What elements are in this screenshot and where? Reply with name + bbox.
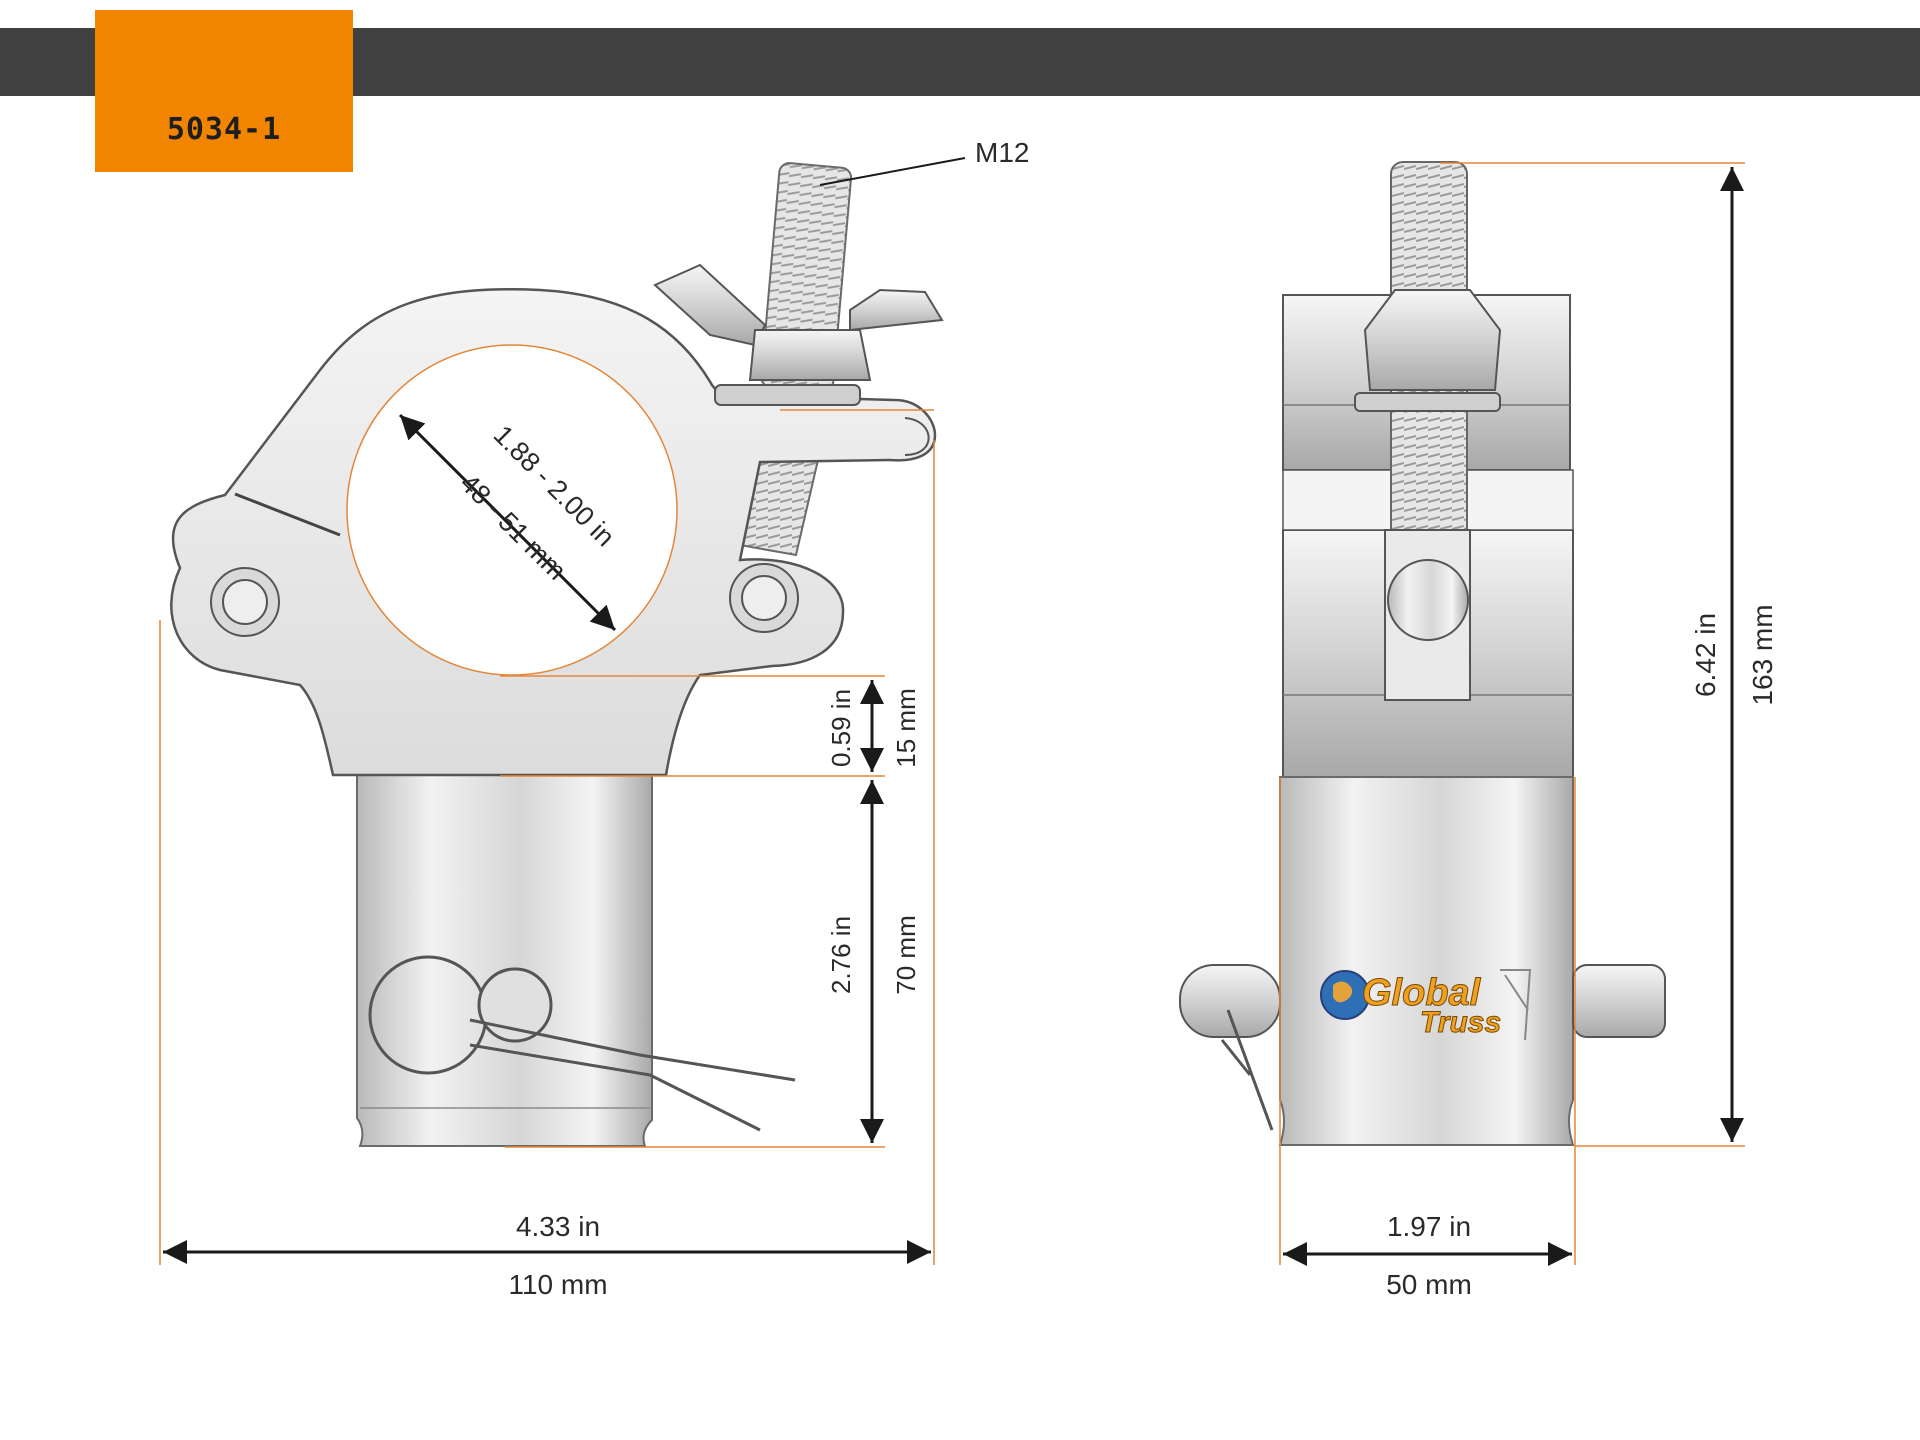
dim-height-in: 6.42 in	[1690, 613, 1721, 697]
logo-line2: Truss	[1420, 1006, 1501, 1039]
thread-callout-leader	[819, 157, 966, 186]
side-spigot-tube	[1278, 776, 1575, 1146]
side-pin-left	[1179, 964, 1281, 1038]
dim-depth-in: 1.97 in	[1387, 1211, 1471, 1242]
logo-line1: Global	[1362, 972, 1482, 1014]
global-truss-logo: Global Truss	[1320, 969, 1532, 1041]
dim-width-in: 4.33 in	[516, 1211, 600, 1242]
clamp-front-view	[170, 162, 944, 1147]
thread-callout: M12	[975, 137, 1029, 168]
dim-spigot-mm: 70 mm	[891, 915, 921, 994]
dim-flange-in: 0.59 in	[826, 689, 856, 767]
extension-lines	[159, 162, 1745, 1265]
side-pin-right	[1572, 964, 1666, 1038]
dim-flange-mm: 15 mm	[891, 688, 921, 767]
wing-nut	[653, 263, 944, 406]
product-code-tab	[95, 10, 353, 172]
side-wing-nut	[1363, 289, 1502, 391]
dim-depth-mm: 50 mm	[1386, 1269, 1472, 1300]
dim-width-mm: 110 mm	[508, 1269, 607, 1300]
dim-bore-arrow	[398, 413, 617, 632]
dim-height-mm: 163 mm	[1747, 604, 1778, 705]
spigot-tube	[356, 774, 653, 1147]
product-code: 5034-1	[166, 112, 282, 147]
dim-spigot-in: 2.76 in	[826, 916, 856, 994]
dimension-arrows	[163, 167, 1744, 1266]
clamp-side-view: Global Truss	[1179, 161, 1666, 1146]
cotter-pin	[368, 955, 796, 1132]
